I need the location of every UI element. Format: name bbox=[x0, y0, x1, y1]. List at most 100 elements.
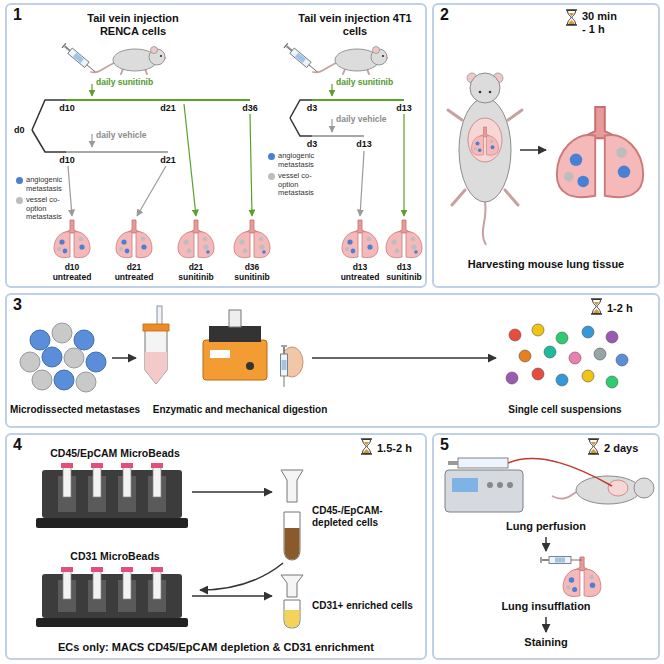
fraction-label: CD31+ enriched cells bbox=[312, 600, 417, 612]
hourglass-icon bbox=[361, 439, 372, 454]
duration-label: 1.5-2 h bbox=[377, 442, 427, 455]
lung-icon bbox=[342, 220, 378, 258]
syringe-icon bbox=[284, 43, 320, 75]
mouse-supine bbox=[608, 480, 628, 496]
macs-rack bbox=[36, 618, 188, 627]
hourglass-icon bbox=[591, 299, 602, 314]
day-label: d3 bbox=[302, 103, 322, 113]
lung-label: d21 sunitinib bbox=[174, 263, 218, 283]
step-arrow bbox=[192, 595, 272, 597]
day-label: d10 bbox=[56, 155, 78, 165]
duration-label: 2 days bbox=[604, 442, 654, 455]
single-cells bbox=[506, 324, 628, 388]
timeline bbox=[331, 84, 332, 96]
metastases-cells bbox=[20, 323, 106, 392]
mouse-supine bbox=[472, 127, 499, 155]
single-cells bbox=[582, 370, 594, 382]
mouse-illustration bbox=[91, 47, 166, 75]
syringe-pump bbox=[487, 482, 493, 488]
mouse-supine bbox=[508, 110, 522, 120]
step-title: Tail vein injection RENCA cells bbox=[73, 12, 193, 37]
dissociator-machine bbox=[246, 362, 254, 370]
step-number: 5 bbox=[440, 436, 449, 454]
step-panel: 41.5-2 h bbox=[5, 433, 427, 660]
hourglass-icon bbox=[566, 10, 577, 25]
macs-rack bbox=[36, 463, 188, 528]
macs-rack bbox=[123, 571, 131, 599]
timeline bbox=[91, 84, 92, 96]
step-panel: 5 2 days bbox=[432, 433, 660, 660]
lung-icon bbox=[178, 220, 214, 258]
macs-rack bbox=[91, 567, 103, 572]
timeline bbox=[32, 130, 66, 152]
step-caption: Harvesting mouse lung tissue bbox=[437, 258, 655, 271]
dissociator-machine bbox=[209, 326, 261, 342]
mouse-supine bbox=[452, 190, 465, 205]
step-arrow bbox=[112, 357, 136, 359]
step-caption: Microdissected metastases bbox=[5, 404, 145, 416]
lung-icon bbox=[178, 220, 214, 258]
timeline bbox=[184, 104, 196, 216]
dissociator-machine bbox=[229, 310, 241, 327]
single-cells bbox=[594, 348, 606, 360]
single-cells bbox=[582, 326, 594, 338]
single-cells bbox=[544, 346, 556, 358]
timeline bbox=[290, 118, 312, 136]
lung-icon bbox=[386, 220, 422, 258]
syringe-icon bbox=[284, 43, 320, 75]
legend-text: angiogenic metastasis bbox=[278, 152, 324, 169]
metastases-cells bbox=[74, 330, 94, 350]
day-label: d36 bbox=[239, 103, 261, 113]
lung-icon bbox=[54, 220, 90, 258]
hourglass-icon bbox=[588, 439, 599, 454]
timeline bbox=[312, 135, 364, 137]
syringe-pump bbox=[458, 458, 508, 468]
step-title: Tail vein injection 4T1 cells bbox=[295, 12, 415, 37]
mouse-supine bbox=[470, 73, 500, 103]
tube-icon bbox=[145, 330, 167, 384]
column-tube bbox=[281, 470, 303, 502]
single-cells bbox=[556, 332, 568, 344]
macs-rack bbox=[93, 571, 101, 599]
syringe-icon bbox=[62, 43, 98, 75]
timeline bbox=[403, 114, 404, 216]
lung-icon bbox=[116, 220, 152, 258]
metastases-cells bbox=[64, 348, 84, 368]
column-tube bbox=[281, 575, 303, 628]
macs-rack bbox=[153, 571, 161, 599]
hand-syringe bbox=[281, 346, 304, 387]
mouse-supine bbox=[479, 91, 482, 94]
mouse-supine bbox=[634, 478, 654, 498]
metastases-cells bbox=[20, 352, 40, 372]
perfusion-line bbox=[508, 459, 612, 486]
legend-text: vessel co-option metastasis bbox=[26, 196, 72, 222]
metastases-cells bbox=[54, 370, 74, 390]
column-tube bbox=[285, 528, 300, 560]
single-cells bbox=[616, 354, 628, 366]
column-tube bbox=[281, 470, 303, 560]
step-arrow bbox=[192, 491, 272, 493]
mouse-supine bbox=[472, 127, 499, 155]
column-tube bbox=[284, 600, 300, 628]
day-label: d13 bbox=[353, 139, 375, 149]
dissociator-machine bbox=[210, 350, 230, 358]
day-label: d0 bbox=[14, 125, 34, 135]
dissociator-machine bbox=[203, 310, 267, 380]
lung-icon bbox=[54, 220, 90, 258]
macs-rack bbox=[93, 467, 101, 497]
macs-rack bbox=[36, 518, 188, 528]
syringe-pump bbox=[448, 461, 458, 465]
syringe-pump bbox=[497, 482, 503, 488]
macs-rack bbox=[121, 567, 133, 572]
macs-rack bbox=[61, 567, 73, 572]
column-tube bbox=[285, 610, 300, 628]
mouse-supine bbox=[552, 476, 654, 504]
column-tube bbox=[281, 575, 303, 597]
macs-rack bbox=[151, 567, 163, 572]
duration-label: 30 min - 1 h bbox=[582, 10, 620, 35]
lung-label: d10 untreated bbox=[50, 263, 94, 283]
metastases-cells bbox=[86, 352, 106, 372]
lung-label: d13 untreated bbox=[338, 263, 382, 283]
syringe-pump bbox=[445, 470, 523, 512]
